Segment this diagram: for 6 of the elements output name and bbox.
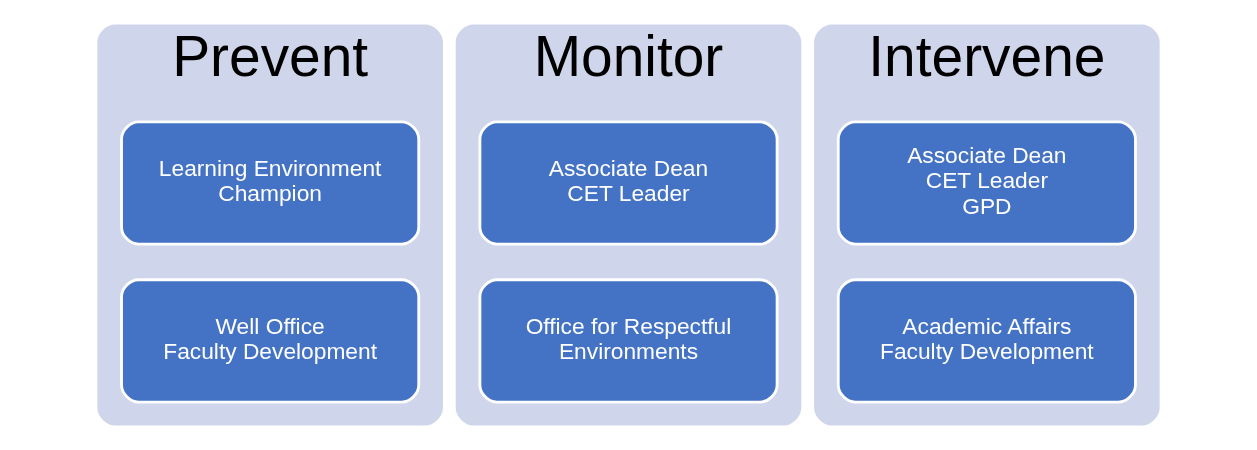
node-box: Associate Dean CET Leader GPD (836, 120, 1137, 246)
node-box: Well Office Faculty Development (120, 278, 421, 404)
node-box: Associate Dean CET Leader (478, 120, 779, 246)
node-box: Office for Respectful Environments (478, 278, 779, 404)
node-box: Academic Affairs Faculty Development (836, 278, 1137, 404)
node-box: Learning Environment Champion (120, 120, 421, 246)
